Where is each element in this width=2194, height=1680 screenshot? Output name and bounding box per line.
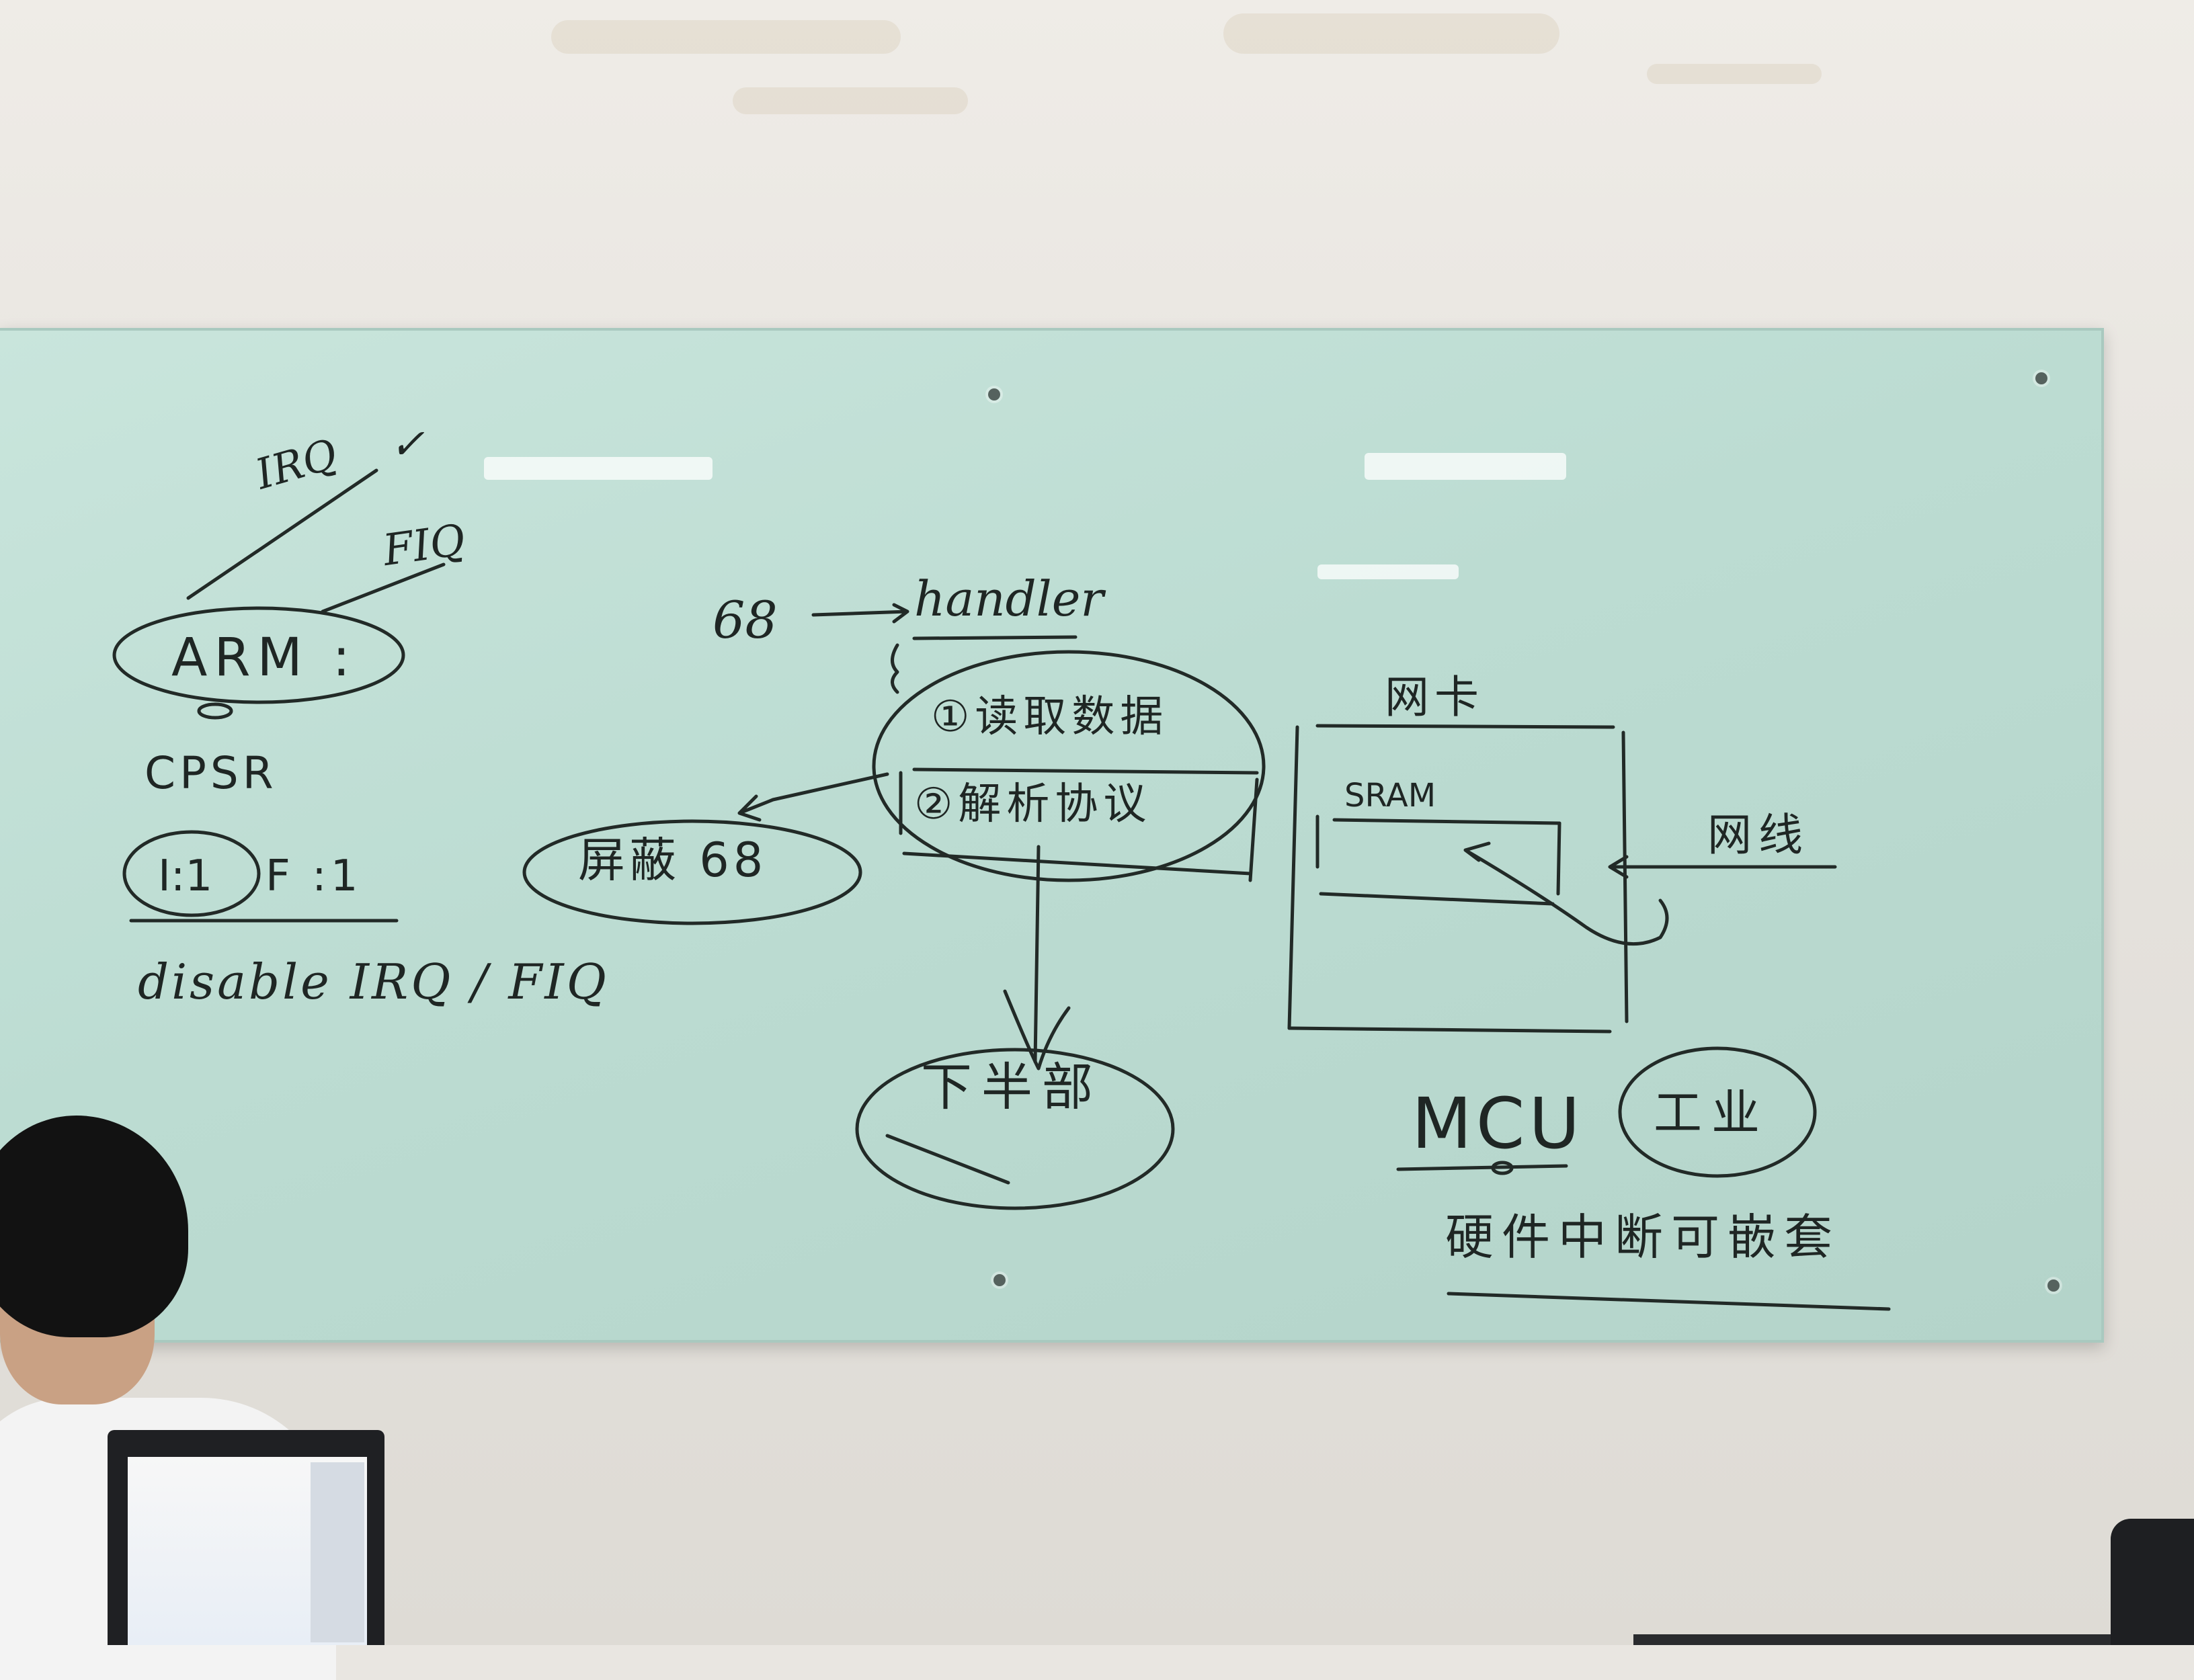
nic-label: 网卡 [1385, 671, 1484, 723]
handler-label: handler [914, 571, 1104, 627]
mask-label: 屏蔽 68 [578, 833, 768, 888]
mount-bolt [2047, 1279, 2060, 1292]
desk-edge [1633, 1634, 2194, 1645]
f-bit-label: F :1 [266, 851, 362, 901]
wall-stain [1647, 64, 1822, 84]
whiteboard [0, 328, 2104, 1343]
mount-bolt [2035, 372, 2047, 384]
person-hair [0, 1116, 188, 1337]
cable-label: 网线 [1707, 809, 1810, 861]
cpsr-label: CPSR [145, 747, 278, 799]
office-chair [2111, 1519, 2194, 1645]
irq-number: 68 [713, 590, 778, 650]
nested-interrupt-note: 硬件中断可嵌套 [1445, 1209, 1841, 1265]
i-bit-label: I:1 [158, 851, 213, 901]
step-read-data: ①读取数据 [931, 692, 1169, 742]
step-parse-protocol: ②解析协议 [914, 780, 1152, 829]
marker-strokes [112, 468, 1891, 1311]
wall-stain [1223, 13, 1559, 54]
industrial-label: 工业 [1654, 1085, 1770, 1141]
mount-bolt [988, 388, 1000, 401]
board-glare [1317, 564, 1459, 579]
board-glare [484, 457, 713, 480]
sram-label: SRAM [1344, 777, 1436, 814]
wall-stain [733, 87, 968, 114]
mcu-label: MCU [1412, 1083, 1584, 1165]
fiq-label: FIQ [380, 515, 469, 577]
disable-label: disable IRQ / FIQ [138, 954, 609, 1010]
board-glare [1365, 453, 1566, 480]
irq-checkmark: ✓ [390, 419, 425, 468]
mount-bolt [993, 1274, 1006, 1286]
bottom-half-label: 下半部 [921, 1057, 1102, 1117]
wall-stain [551, 20, 901, 54]
arm-label: ARM : [171, 628, 357, 688]
laptop-screen-panel [311, 1462, 364, 1642]
